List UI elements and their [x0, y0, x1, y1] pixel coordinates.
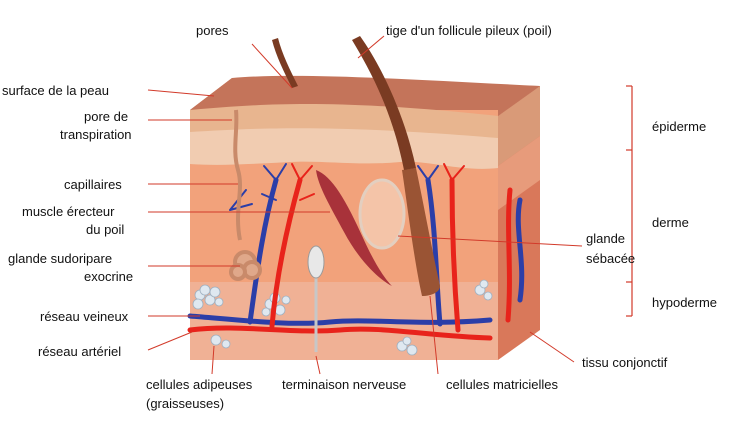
label-adipose-2: (graisseuses): [146, 396, 225, 411]
leader-lines: [147, 35, 583, 375]
layer-hypodermis-label: hypoderme: [652, 295, 718, 310]
epidermis-texture: [190, 128, 498, 169]
label-capillaries: capillaires: [64, 177, 122, 192]
nerve-ending: [307, 245, 325, 352]
layer-epidermis-label: épiderme: [652, 119, 707, 134]
hair-follicle: [352, 36, 440, 296]
label-connective: tissu conjonctif: [582, 355, 668, 370]
sebaceous-gland-shape: [358, 178, 406, 250]
label-matrix: cellules matricielles: [446, 377, 558, 392]
label-sweat-gland-2: exocrine: [84, 269, 134, 284]
layer-brackets: [626, 85, 633, 317]
label-arrector-2: du poil: [86, 222, 125, 237]
label-sebaceous-2: sébacée: [586, 251, 636, 266]
label-venous: réseau veineux: [40, 309, 129, 324]
label-sweat-pore-1: pore de: [84, 109, 129, 124]
adipose-cells: [192, 279, 493, 356]
label-skin-surface: surface de la peau: [2, 83, 109, 98]
arterial-network: [187, 177, 513, 341]
label-sweat-pore-2: transpiration: [60, 127, 132, 142]
arrector-muscle: [316, 170, 392, 286]
label-hair-shaft: tige d'un follicule pileux (poil): [386, 23, 552, 38]
label-sebaceous-1: glande: [586, 231, 626, 246]
label-arterial: réseau artériel: [38, 344, 122, 359]
pore-hair: [272, 38, 298, 88]
label-arrector-1: muscle érecteur: [22, 204, 115, 219]
label-sweat-gland-1: glande sudoripare: [8, 251, 113, 266]
sweat-gland: [229, 109, 262, 281]
layer-dermis-label: derme: [652, 215, 689, 230]
label-adipose-1: cellules adipeuses: [146, 377, 253, 392]
label-nerve: terminaison nerveuse: [282, 377, 407, 392]
label-pores: pores: [196, 23, 229, 38]
